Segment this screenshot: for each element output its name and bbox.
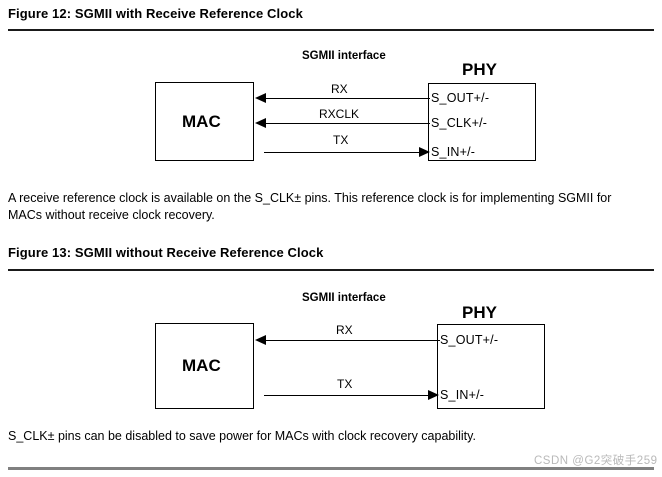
csdn-watermark: CSDN @G2突破手259 (534, 455, 658, 467)
figure-12-tx-wire (264, 152, 428, 153)
figure-12-tx-signal-label: TX (333, 133, 349, 147)
figure-13-interface-label: SGMII interface (302, 292, 386, 304)
figure-12-diagram: SGMII interface PHY MAC RX S_OUT+/- RXCL… (0, 0, 662, 180)
figure-12-interface-label: SGMII interface (302, 50, 386, 62)
figure-13-mac-label: MAC (182, 356, 221, 375)
figure-12-mac-box (155, 82, 254, 161)
figure-13-s-out-pin-label: S_OUT+/- (440, 333, 499, 347)
figure-13-s-in-pin-label: S_IN+/- (440, 388, 485, 402)
figure-13-rx-arrowhead (255, 335, 266, 345)
figure-13-caption: S_CLK± pins can be disabled to save powe… (8, 429, 476, 443)
figure-12-rxclk-wire (265, 123, 430, 124)
figure-13-mac-box (155, 323, 254, 409)
figure-13-title-rule (8, 269, 654, 271)
figure-12-rx-signal-label: RX (331, 82, 348, 96)
figure-12-title-rule (8, 29, 654, 31)
figure-13-tx-arrowhead (428, 390, 439, 400)
figure-13-rx-wire (265, 340, 440, 341)
figure-12-tx-arrowhead (419, 147, 430, 157)
figure-12-rx-wire (265, 98, 430, 99)
figure-13-rx-signal-label: RX (336, 323, 353, 337)
figure-12-caption: A receive reference clock is available o… (8, 191, 612, 222)
figure-12-phy-title: PHY (462, 60, 497, 79)
figure-12-s-out-pin-label: S_OUT+/- (431, 91, 490, 105)
figure-12-mac-label: MAC (182, 112, 221, 131)
figure-13-title: Figure 13: SGMII without Receive Referen… (8, 245, 324, 260)
figure-12-title: Figure 12: SGMII with Receive Reference … (8, 6, 303, 21)
figure-13-tx-wire (264, 395, 437, 396)
footer-rule (8, 467, 654, 470)
figure-13-phy-box (437, 324, 545, 409)
figure-12-rxclk-signal-label: RXCLK (319, 107, 360, 121)
figure-12-s-clk-pin-label: S_CLK+/- (431, 116, 488, 130)
figure-13-tx-signal-label: TX (337, 377, 353, 391)
figure-12-phy-box (428, 83, 536, 161)
figure-12-s-in-pin-label: S_IN+/- (431, 145, 476, 159)
figure-12-rx-arrowhead (255, 93, 266, 103)
figure-12-rxclk-arrowhead (255, 118, 266, 128)
figure-13-phy-title: PHY (462, 303, 497, 322)
